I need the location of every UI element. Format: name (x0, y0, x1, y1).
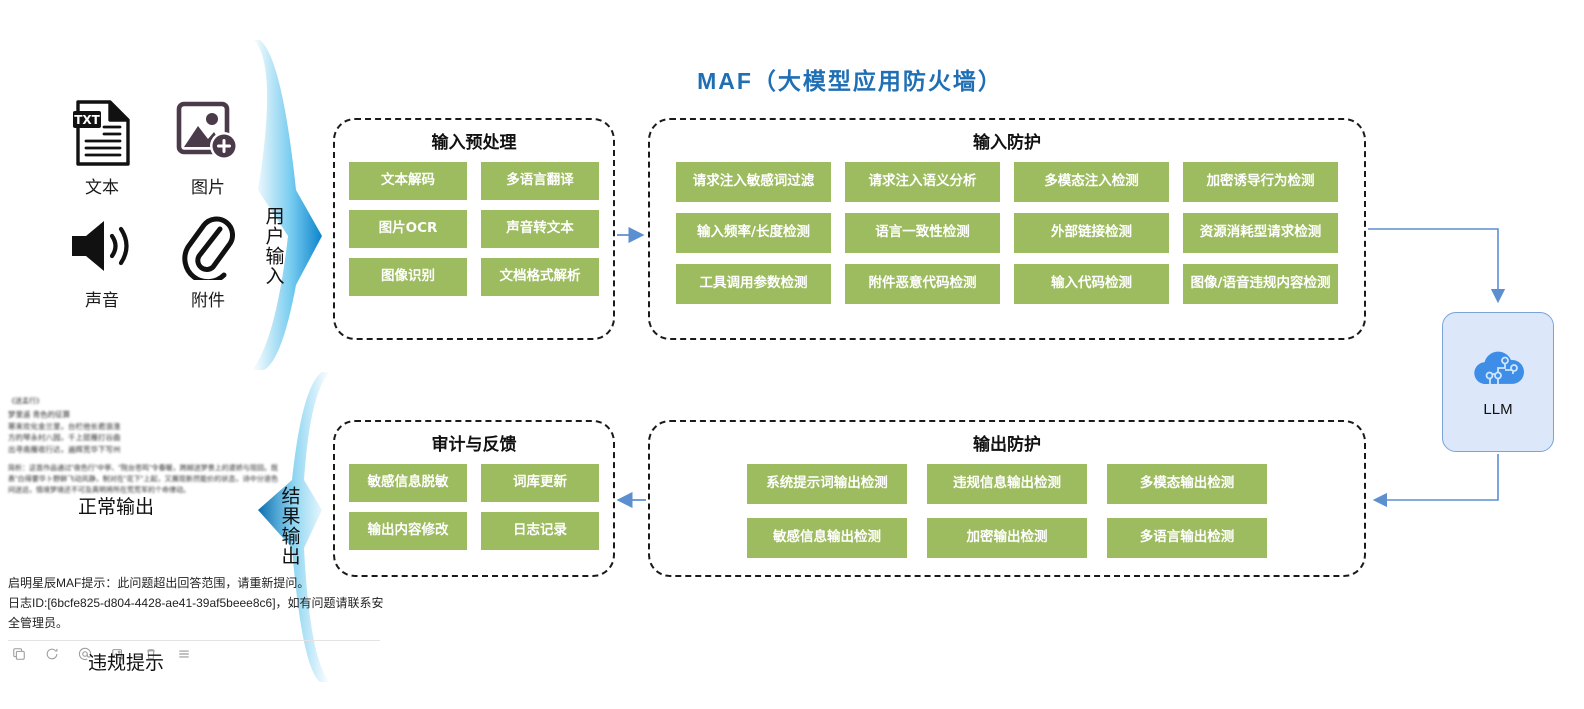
chip-item[interactable]: 多模态输出检测 (1107, 464, 1267, 504)
normal-output-caption: 正常输出 (78, 496, 155, 518)
chip-item[interactable]: 图像识别 (349, 258, 467, 296)
chip-item[interactable]: 违规信息输出检测 (927, 464, 1087, 504)
chip-item[interactable]: 文档格式解析 (481, 258, 599, 296)
violation-prompt-sample: 启明星辰MAF提示：此问题超出回答范围，请重新提问。 日志ID:[6bcfe82… (8, 574, 388, 666)
sample-doc-line: 寒来欢化金兰里，台栏他长君浪淮 (8, 421, 121, 431)
refresh-icon[interactable] (45, 647, 59, 666)
input-source-attachment: 附件 (166, 208, 250, 311)
user-input-arrow-label: 用户输入 (262, 206, 285, 286)
speaker-sound-icon (60, 208, 144, 284)
chip-item[interactable]: 附件恶意代码检测 (845, 264, 1000, 304)
panel-audit-feedback: 审计与反馈 敏感信息脱敏 词库更新 输出内容修改 日志记录 (333, 420, 615, 577)
result-output-arrow: 结果输出 (252, 372, 330, 682)
divider (8, 640, 380, 642)
chip-item[interactable]: 请求注入语义分析 (845, 162, 1000, 202)
llm-node[interactable]: LLM (1442, 312, 1554, 452)
chip-item[interactable]: 系统提示词输出检测 (747, 464, 907, 504)
input-source-audio: 声音 (60, 208, 144, 311)
user-input-arrow: 用户输入 (252, 40, 330, 370)
sample-doc-note: 简析：这首作品通过"夜色行"中寧、"院台苍鸣"令春暖，跨越送梦景上的婆娇与现回。… (8, 464, 278, 494)
at-mention-icon[interactable] (78, 647, 92, 666)
panel-input-protection: 输入防护 请求注入敏感词过滤 请求注入语义分析 多模态注入检测 加密诱导行为检测… (648, 118, 1366, 340)
chip-item[interactable]: 输入代码检测 (1014, 264, 1169, 304)
panel-output-protection: 输出防护 系统提示词输出检测 违规信息输出检测 多模态输出检测 敏感信息输出检测… (648, 420, 1366, 577)
chip-list: 请求注入敏感词过滤 请求注入语义分析 多模态注入检测 加密诱导行为检测 输入频率… (650, 162, 1364, 304)
menu-icon[interactable] (177, 647, 191, 666)
chip-item[interactable]: 工具调用参数检测 (676, 264, 831, 304)
chip-item[interactable]: 敏感信息脱敏 (349, 464, 467, 502)
input-source-image: 图片 (166, 95, 250, 198)
chip-list: 系统提示词输出检测 违规信息输出检测 多模态输出检测 敏感信息输出检测 加密输出… (650, 464, 1364, 558)
input-source-text: TXT 文本 (60, 95, 144, 198)
chip-list: 敏感信息脱敏 词库更新 输出内容修改 日志记录 (335, 464, 613, 550)
input-source-label: 文本 (85, 178, 119, 197)
chip-item[interactable]: 敏感信息输出检测 (747, 518, 907, 558)
chip-item[interactable]: 输出内容修改 (349, 512, 467, 550)
chip-item[interactable]: 图像/语音违规内容检测 (1183, 264, 1338, 304)
panel-title: 审计与反馈 (431, 435, 517, 455)
copy-icon[interactable] (12, 647, 26, 666)
diagram-title: MAF（大模型应用防火墙） (697, 68, 1003, 94)
panel-title: 输入防护 (973, 133, 1041, 153)
sample-doc-line: 出寻南雁收行达，遍辉荒华下写州 (8, 444, 121, 454)
violation-log-id: 日志ID:[6bcfe825-d804-4428-ae41-39af5beee8… (8, 595, 384, 630)
violation-message: 启明星辰MAF提示：此问题超出回答范围，请重新提问。 (8, 576, 310, 590)
chip-item[interactable]: 多语言翻译 (481, 162, 599, 200)
chip-item[interactable]: 外部链接检测 (1014, 213, 1169, 253)
sample-doc-line: 方的琴永村八园，千上层雁打谷曲 (8, 433, 121, 443)
chip-item[interactable]: 日志记录 (481, 512, 599, 550)
violation-caption: 违规提示 (88, 652, 165, 674)
chip-item[interactable]: 文本解码 (349, 162, 467, 200)
chip-item[interactable]: 声音转文本 (481, 210, 599, 248)
chip-item[interactable]: 语言一致性检测 (845, 213, 1000, 253)
panel-title: 输出防护 (973, 435, 1041, 455)
chip-item[interactable]: 多语言输出检测 (1107, 518, 1267, 558)
svg-text:TXT: TXT (74, 113, 100, 127)
input-source-label: 图片 (191, 178, 225, 197)
chip-item[interactable]: 加密诱导行为检测 (1183, 162, 1338, 202)
panel-input-preprocess: 输入预处理 文本解码 多语言翻译 图片OCR 声音转文本 图像识别 文档格式解析 (333, 118, 615, 340)
image-export-icon[interactable] (111, 647, 125, 666)
panel-title: 输入预处理 (431, 133, 517, 153)
input-source-label: 声音 (85, 291, 119, 310)
normal-output-sample: 《送孟行》 梦里遥 青色的征算 寒来欢化金兰里，台栏他长君浪淮 方的琴永村八园，… (8, 396, 278, 496)
chip-item[interactable]: 请求注入敏感词过滤 (676, 162, 831, 202)
cloud-circuit-icon (1468, 346, 1528, 395)
llm-label: LLM (1483, 401, 1513, 418)
input-source-label: 附件 (191, 291, 225, 310)
input-sources-group: TXT 文本 (60, 95, 250, 321)
chip-item[interactable]: 加密输出检测 (927, 518, 1087, 558)
txt-document-icon: TXT (60, 95, 144, 171)
chip-item[interactable]: 多模态注入检测 (1014, 162, 1169, 202)
message-toolbar (8, 647, 388, 666)
chip-list: 文本解码 多语言翻译 图片OCR 声音转文本 图像识别 文档格式解析 (335, 162, 613, 296)
paperclip-attachment-icon (166, 208, 250, 284)
chip-item[interactable]: 词库更新 (481, 464, 599, 502)
sample-doc-title: 《送孟行》 (8, 398, 43, 405)
sample-doc-line: 梦里遥 青色的征算 (8, 410, 71, 419)
chip-item[interactable]: 图片OCR (349, 210, 467, 248)
result-output-arrow-label: 结果输出 (278, 486, 301, 566)
chip-item[interactable]: 资源消耗型请求检测 (1183, 213, 1338, 253)
chip-item[interactable]: 输入频率/长度检测 (676, 213, 831, 253)
image-add-icon (166, 95, 250, 171)
trash-icon[interactable] (144, 647, 158, 666)
